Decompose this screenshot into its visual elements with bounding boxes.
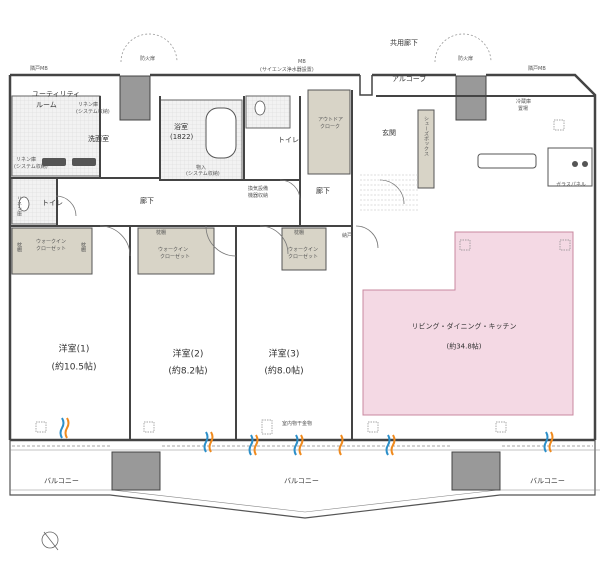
north-compass <box>41 531 59 551</box>
label-bath: 浴室 <box>174 123 188 131</box>
ceiling-fixtures <box>35 119 571 435</box>
label-shelf-a: 枕棚 <box>16 242 22 252</box>
label-mb-sub: (サイエンス浄水器設置) <box>260 67 314 73</box>
label-mb: MB <box>298 59 306 65</box>
label-balcony-left: バルコニー <box>44 477 79 485</box>
label-ldk-name: リビング・ダイニング・キッチン <box>411 322 517 331</box>
label-hallway-1: 廊下 <box>140 197 154 205</box>
balcony-outline <box>9 440 600 519</box>
label-wic-3b: クローゼット <box>288 254 319 260</box>
stove-burners <box>572 161 588 167</box>
label-indoor-dry: 室内物干金物 <box>282 421 313 427</box>
toilet-bowl-2 <box>18 196 30 212</box>
label-alcove: アルコーブ <box>392 75 427 83</box>
label-fire-door-right: 防火扉 <box>458 56 474 62</box>
label-wic-2a: ウォークイン <box>158 247 189 253</box>
label-fridge-2: 置場 <box>518 106 529 112</box>
label-room2-size: (約8.2帖) <box>168 366 208 377</box>
label-washroom: 洗面室 <box>88 135 109 143</box>
label-wic-2b: クローゼット <box>160 254 191 260</box>
label-room2-name: 洋室(2) <box>172 349 204 360</box>
label-wic-1b: クローゼット <box>36 246 67 252</box>
label-bath-size: (1822) <box>170 133 194 141</box>
label-outdoor-closet-2: クローク <box>320 124 341 130</box>
closets <box>11 89 435 275</box>
ldk-area <box>362 231 574 416</box>
label-linen-3: リネン庫 <box>16 196 22 216</box>
label-vent-1: 換気設備 <box>248 186 269 192</box>
label-glass-panel: ガラスパネル <box>556 182 586 188</box>
label-storage-top-b: (システム収納) <box>186 171 220 177</box>
label-linen-2b: (システム収納) <box>14 164 48 170</box>
label-neighbor-mb-left: 隣戸MB <box>30 66 48 72</box>
toilet-bowl-1 <box>254 100 266 116</box>
washbasins <box>42 158 96 166</box>
label-hallway-2: 廊下 <box>316 187 330 195</box>
label-utility-2: ルーム <box>36 101 57 109</box>
label-linen-2: リネン庫 <box>16 157 37 163</box>
entrance-steps <box>360 174 418 211</box>
label-balcony-center: バルコニー <box>284 477 319 485</box>
label-common-corridor: 共用廊下 <box>390 39 418 47</box>
label-genkan: 玄関 <box>382 129 396 137</box>
label-vent-2: 機器収納 <box>248 193 269 199</box>
label-room3-name: 洋室(3) <box>268 349 300 360</box>
label-toilet-1: トイレ <box>278 136 299 144</box>
label-shelf-c: 枕棚 <box>156 230 167 236</box>
label-ldk-size: (約34.8帖) <box>446 342 482 351</box>
label-storage-top: 物入 <box>196 165 207 171</box>
label-utility-1: ユーティリティ <box>32 90 81 98</box>
label-wic-3a: ウォークイン <box>288 247 319 253</box>
label-neighbor-mb-right: 隣戸MB <box>528 66 546 72</box>
kitchen-counter <box>477 147 593 187</box>
door-arcs <box>55 179 405 257</box>
label-shoes-box: シューズボックス <box>423 116 429 156</box>
label-shelf-b: 枕棚 <box>80 242 86 252</box>
label-balcony-right: バルコニー <box>530 477 565 485</box>
exterior-door-arcs <box>120 33 492 63</box>
label-shelf-d: 枕棚 <box>294 230 305 236</box>
bathtub <box>205 107 237 159</box>
label-room1-size: (約10.5帖) <box>51 362 97 373</box>
label-outdoor-closet-1: アウトドア <box>318 117 344 123</box>
interior-walls <box>10 90 596 440</box>
label-fridge-1: 冷蔵庫 <box>516 99 532 105</box>
structural-columns <box>111 75 501 491</box>
aircon-vents <box>59 417 554 456</box>
label-wic-1a: ウォークイン <box>36 239 67 245</box>
label-nando: 納戸 <box>342 233 353 239</box>
label-linen-1b: (システム収納) <box>76 109 110 115</box>
label-toilet-2: トイレ <box>42 199 63 207</box>
label-fire-door-left: 防火扉 <box>140 56 156 62</box>
label-room1-name: 洋室(1) <box>58 344 90 355</box>
label-linen-1: リネン庫 <box>78 102 99 108</box>
label-room3-size: (約8.0帖) <box>264 366 304 377</box>
